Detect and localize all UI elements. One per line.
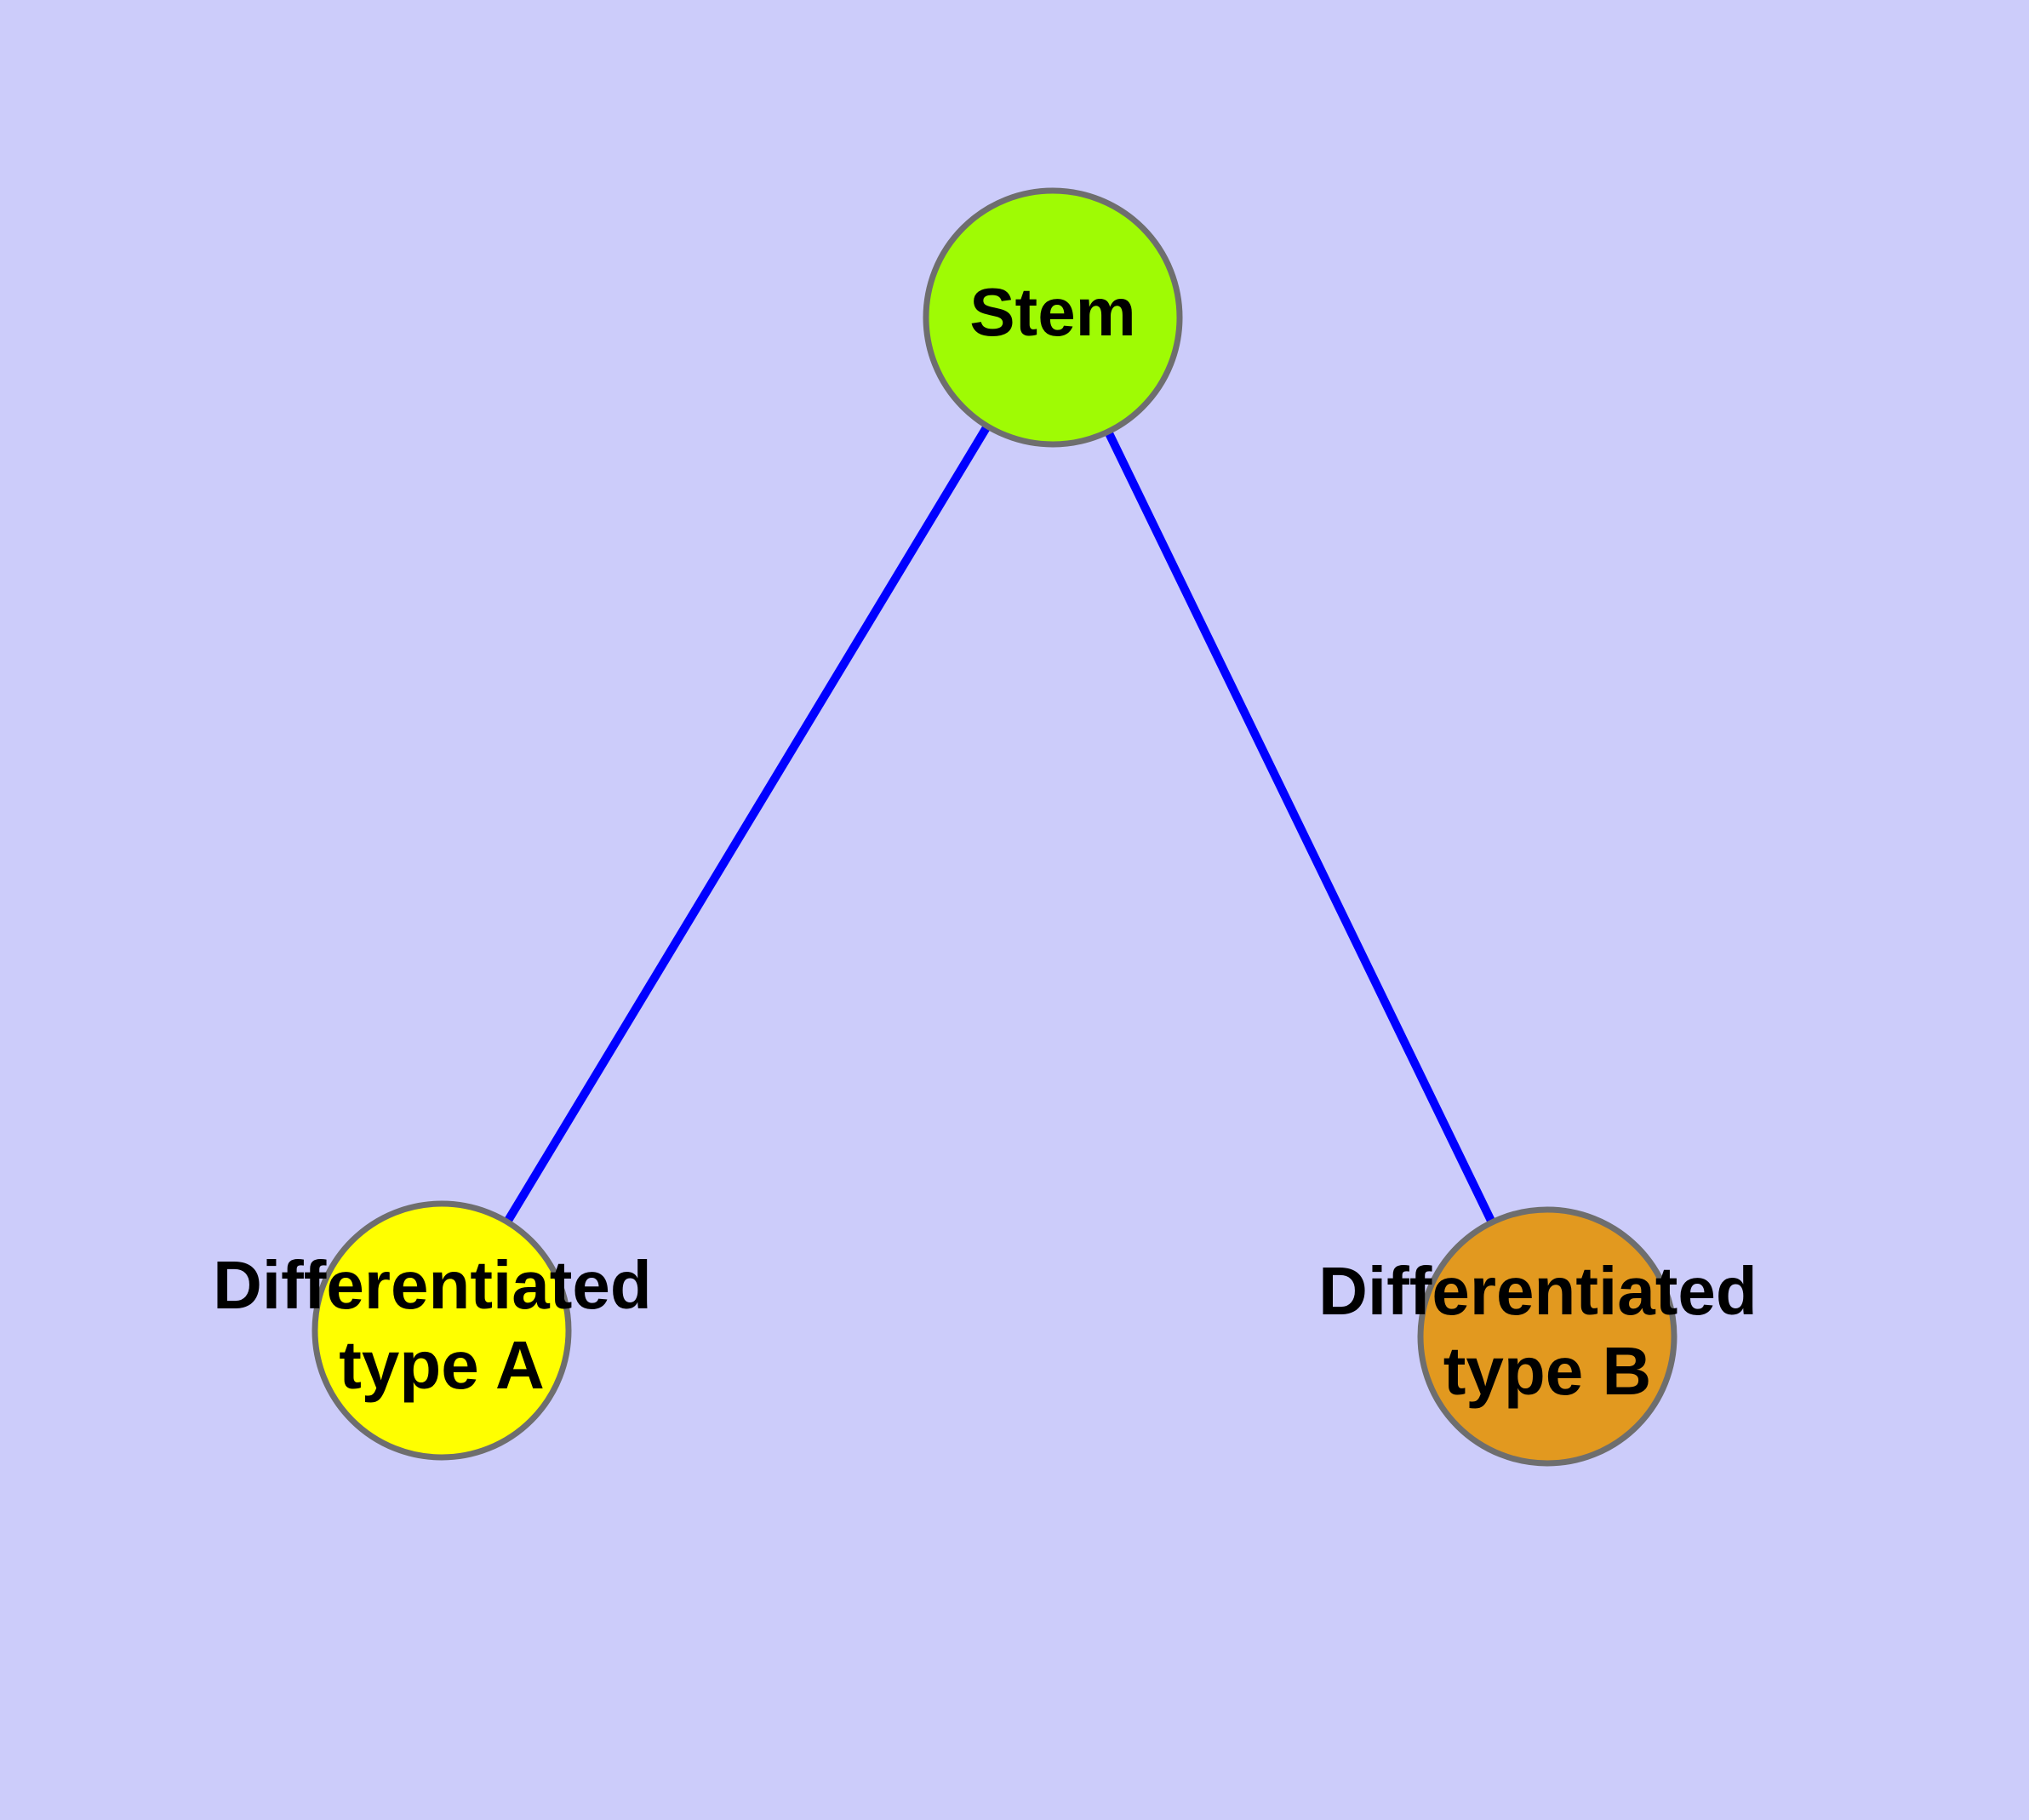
edge-stem-to-differentiated-type-b[interactable]	[1104, 430, 1496, 1224]
edge-stem-to-differentiated-type-a[interactable]	[503, 424, 992, 1224]
node-differentiated-type-b[interactable]	[1417, 1206, 1677, 1467]
node-differentiated-type-b-circle[interactable]	[1417, 1206, 1677, 1467]
node-stem[interactable]	[923, 187, 1183, 448]
label-layer: Stem Differentiated type A Differentiate…	[213, 274, 1776, 1409]
node-stem-circle[interactable]	[923, 187, 1183, 448]
node-differentiated-type-a[interactable]	[311, 1200, 572, 1461]
node-differentiated-type-a-label-line-2: type A	[339, 1327, 545, 1403]
node-stem-label: Stem	[969, 274, 1136, 350]
node-differentiated-type-b-label: Differentiated type B	[1318, 1253, 1776, 1409]
node-differentiated-type-b-label-line-1: Differentiated	[1318, 1253, 1758, 1329]
edge-layer	[503, 424, 1496, 1224]
node-stem-label-line-1: Stem	[969, 274, 1136, 350]
node-differentiated-type-a-circle[interactable]	[311, 1200, 572, 1461]
node-differentiated-type-a-label-line-1: Differentiated	[213, 1247, 652, 1323]
node-layer	[311, 187, 1677, 1467]
node-differentiated-type-b-label-line-2: type B	[1443, 1333, 1652, 1409]
node-differentiated-type-a-label: Differentiated type A	[213, 1247, 671, 1403]
